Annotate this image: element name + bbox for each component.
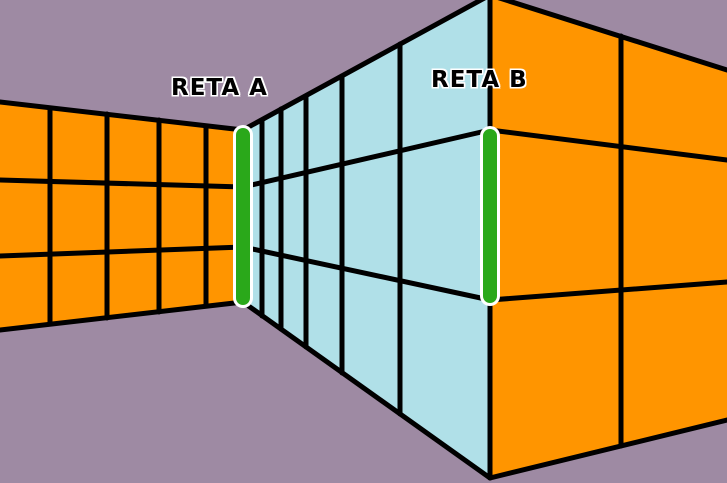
blue-wall-grid [240,0,493,481]
left-wall-grid [0,99,246,333]
line-a-label: RETA A [171,75,268,101]
left-orange-wall [0,102,243,330]
right-orange-wall [490,0,727,478]
line-b-label: RETA B [431,67,528,93]
